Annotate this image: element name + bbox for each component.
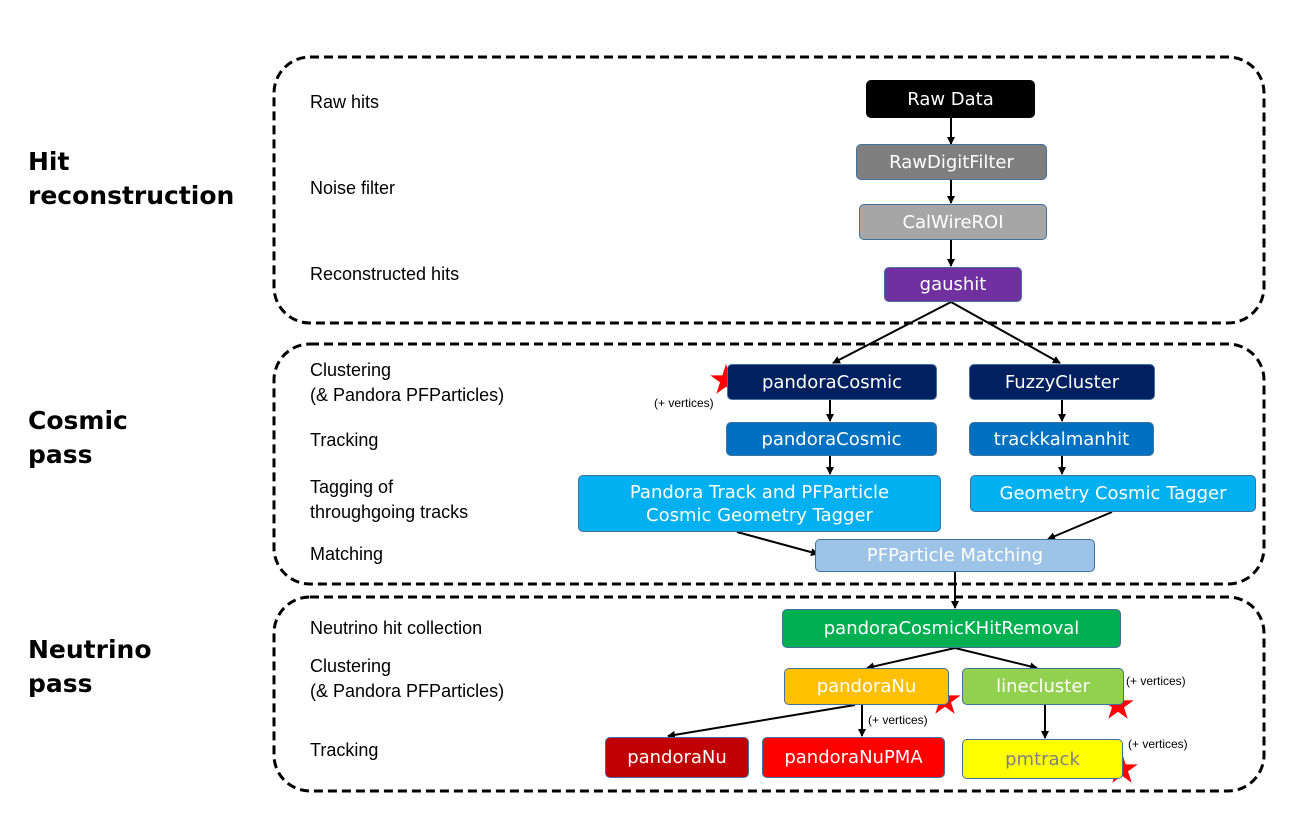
node-raw-data: Raw Data (866, 80, 1035, 118)
hit-reconstruction-box (272, 55, 1266, 325)
node-pandoracosmickhitremoval: pandoraCosmicKHitRemoval (782, 609, 1121, 648)
stage-label-clustering-cosmic: Clustering (& Pandora PFParticles) (310, 360, 505, 405)
note-vertices-pandoracosmic: (+ vertices) (654, 396, 714, 410)
node-linecluster: linecluster (962, 668, 1124, 705)
note-vertices-pmtrack: (+ vertices) (1128, 737, 1188, 751)
note-vertices-pandoranu: (+ vertices) (868, 713, 928, 727)
node-pfparticle-matching: PFParticle Matching (815, 539, 1095, 572)
node-fuzzycluster: FuzzyCluster (969, 364, 1155, 400)
note-vertices-linecluster: (+ vertices) (1126, 674, 1186, 688)
stage-label-matching: Matching (310, 544, 384, 564)
node-pandoranupma: pandoraNuPMA (762, 737, 945, 778)
stage-label-tracking-cosmic: Tracking (310, 430, 379, 450)
neutrino-pass-box (272, 595, 1266, 793)
cosmic-pass-box (272, 342, 1266, 586)
node-pandoracosmic-cluster: pandoraCosmic (727, 364, 937, 400)
stage-label-tracking-nu: Tracking (310, 740, 379, 760)
stage-label-noise-filter: Noise filter (310, 178, 396, 198)
node-pandora-tagger: Pandora Track and PFParticle Cosmic Geom… (578, 475, 941, 532)
node-pandoracosmic-track: pandoraCosmic (726, 422, 937, 456)
arrow-hitremoval-to-linecluster (954, 647, 1038, 671)
node-gaushit: gaushit (884, 267, 1022, 302)
stage-label-neutrino-hit-collection: Neutrino hit collection (310, 618, 483, 638)
node-trackkalmanhit: trackkalmanhit (969, 422, 1154, 456)
node-pandoranu-cluster: pandoraNu (784, 668, 949, 705)
node-rawdigitfilter: RawDigitFilter (856, 144, 1047, 180)
stage-label-tagging: Tagging of throughgoing tracks (310, 477, 469, 522)
node-pmtrack: pmtrack (962, 739, 1123, 779)
stage-label-raw-hits: Raw hits (310, 92, 380, 112)
section-title-cosmic-pass: Cosmic pass (28, 406, 128, 469)
section-title-neutrino-pass: Neutrino pass (28, 635, 152, 698)
arrow-hitremoval-to-pandoranu (866, 647, 956, 671)
arrow-pandoratagger-to-matching (736, 531, 819, 557)
star-pandoracosmic-icon (710, 364, 742, 394)
stage-label-clustering-nu: Clustering (& Pandora PFParticles) (310, 656, 505, 701)
arrow-gaushit-to-fuzzycluster (950, 301, 1061, 364)
section-title-hit-reconstruction: Hit reconstruction (28, 147, 235, 210)
arrow-pandoranu-to-track (667, 704, 856, 739)
node-pandoranu-track: pandoraNu (605, 737, 749, 778)
arrow-gaushit-to-pandoracosmic (832, 301, 952, 364)
stage-label-reconstructed-hits: Reconstructed hits (310, 264, 460, 284)
node-calwireroi: CalWireROI (859, 204, 1047, 240)
node-geometry-tagger: Geometry Cosmic Tagger (970, 475, 1256, 512)
arrow-geomtagger-to-matching (1047, 511, 1113, 540)
